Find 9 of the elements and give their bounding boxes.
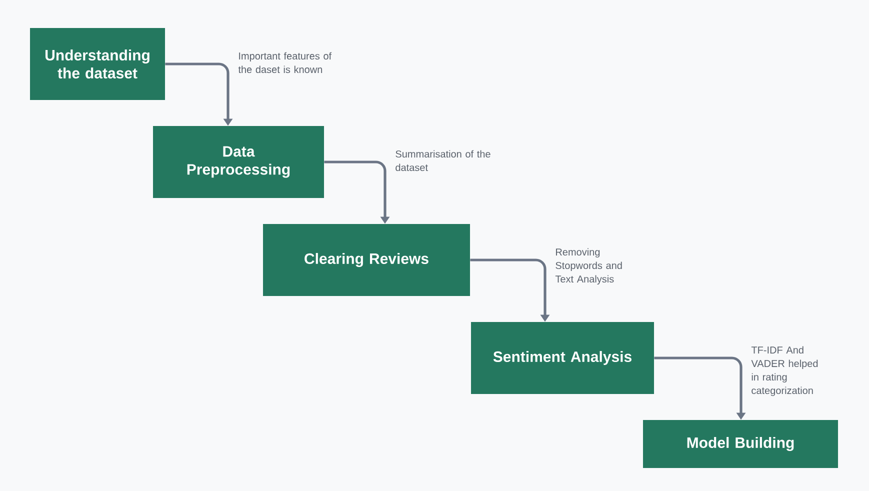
process-box: Understanding the dataset (30, 28, 165, 100)
edge-label: Removing Stopwords and Text Analysis (555, 248, 622, 285)
edge-label: Summarisation of the dataset (396, 150, 490, 172)
process-box: Sentiment Analysis (471, 322, 654, 394)
process-box: Model Building (643, 420, 838, 468)
process-box: Clearing Reviews (263, 224, 470, 296)
edge-label: Important features of the daset is known (238, 52, 332, 74)
process-box: Data Preprocessing (153, 126, 324, 198)
edge-label: TF-IDF And VADER helped in rating categorization (751, 346, 818, 396)
